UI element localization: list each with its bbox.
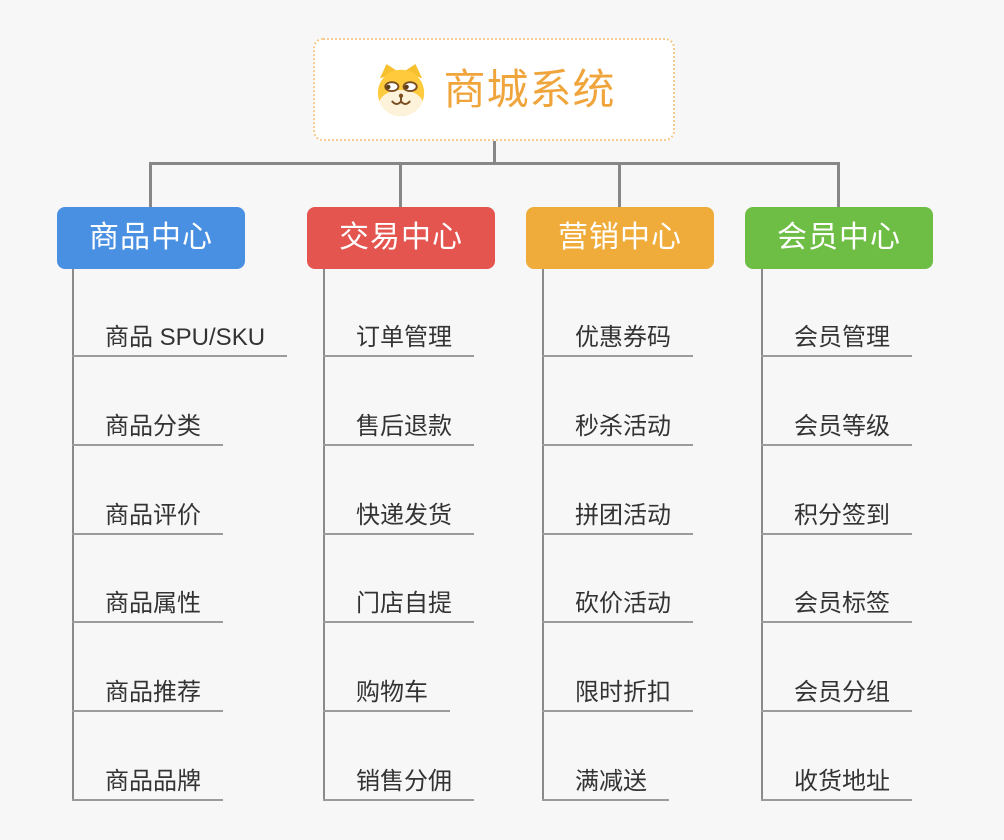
connector-horizontal-bar <box>149 162 840 165</box>
child-node[interactable]: 销售分佣 <box>323 768 474 801</box>
child-node[interactable]: 商品 SPU/SKU <box>72 324 288 357</box>
column-line-marketing <box>542 269 544 801</box>
child-node[interactable]: 砍价活动 <box>542 590 693 623</box>
root-title: 商城系统 <box>443 65 616 113</box>
child-node[interactable]: 积分签到 <box>761 502 912 535</box>
child-node[interactable]: 秒杀活动 <box>542 413 693 446</box>
root-node[interactable]: 商城系统 <box>313 38 675 141</box>
connector-drop-members <box>837 162 840 208</box>
column-line-products <box>72 269 74 801</box>
child-node[interactable]: 收货地址 <box>761 768 912 801</box>
child-node[interactable]: 满减送 <box>542 768 669 801</box>
child-node[interactable]: 商品推荐 <box>72 679 223 712</box>
connector-drop-marketing <box>618 162 621 208</box>
connector-root-stub <box>493 140 496 164</box>
child-node[interactable]: 商品分类 <box>72 413 223 446</box>
branch-node-products[interactable]: 商品中心 <box>57 207 245 269</box>
child-node[interactable]: 快递发货 <box>323 502 474 535</box>
dog-face-icon <box>372 63 430 117</box>
child-node[interactable]: 会员等级 <box>761 413 912 446</box>
branch-node-trade[interactable]: 交易中心 <box>307 207 495 269</box>
child-node[interactable]: 商品评价 <box>72 502 223 535</box>
column-line-members <box>761 269 763 801</box>
connector-drop-products <box>149 162 152 208</box>
child-node[interactable]: 售后退款 <box>323 413 474 446</box>
child-node[interactable]: 限时折扣 <box>542 679 693 712</box>
child-node[interactable]: 优惠券码 <box>542 324 693 357</box>
child-node[interactable]: 会员标签 <box>761 590 912 623</box>
child-node[interactable]: 会员管理 <box>761 324 912 357</box>
branch-node-members[interactable]: 会员中心 <box>745 207 933 269</box>
child-node[interactable]: 订单管理 <box>323 324 474 357</box>
child-node[interactable]: 会员分组 <box>761 679 912 712</box>
connector-drop-trade <box>399 162 402 208</box>
child-node[interactable]: 商品属性 <box>72 590 223 623</box>
child-node[interactable]: 门店自提 <box>323 590 474 623</box>
child-node[interactable]: 拼团活动 <box>542 502 693 535</box>
child-node[interactable]: 购物车 <box>323 679 450 712</box>
column-line-trade <box>323 269 325 801</box>
branch-node-marketing[interactable]: 营销中心 <box>526 207 714 269</box>
child-node[interactable]: 商品品牌 <box>72 768 223 801</box>
